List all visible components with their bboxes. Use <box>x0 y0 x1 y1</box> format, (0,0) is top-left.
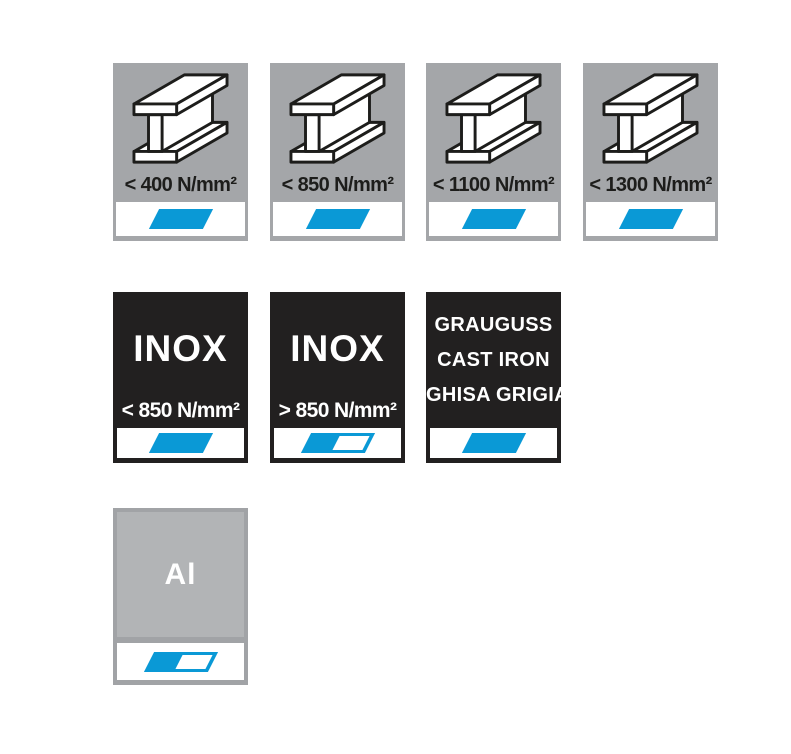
tile-inox-lt-850: INOX < 850 N/mm² <box>113 292 248 463</box>
full-cut-marker-icon <box>305 209 370 229</box>
i-beam-icon <box>289 73 386 164</box>
marker-strip <box>117 428 244 458</box>
material-title-it: GHISA GRIGIA <box>426 384 569 406</box>
marker-strip <box>586 202 715 236</box>
full-cut-marker-icon <box>461 433 526 453</box>
i-beam-icon <box>445 73 542 164</box>
material-title: INOX <box>133 328 228 369</box>
tile-aluminium: Al <box>113 508 248 685</box>
partial-cut-marker-icon <box>300 433 375 453</box>
marker-strip <box>116 202 245 236</box>
full-cut-marker-icon <box>618 209 683 229</box>
aluminium-panel: Al <box>117 512 244 637</box>
marker-window <box>332 436 370 450</box>
material-title: INOX <box>290 328 385 369</box>
tile-inox-gt-850: INOX > 850 N/mm² <box>270 292 405 463</box>
marker-strip <box>429 202 558 236</box>
marker-strip <box>117 643 244 680</box>
material-title: Al <box>164 557 197 591</box>
full-cut-marker-icon <box>148 433 213 453</box>
partial-cut-marker-icon <box>143 651 218 672</box>
strength-label: < 400 N/mm² <box>124 174 237 196</box>
tile-steel-lt-850: < 850 N/mm² <box>270 63 405 241</box>
full-cut-marker-icon <box>148 209 213 229</box>
marker-window <box>175 654 213 669</box>
tile-steel-lt-1300: < 1300 N/mm² <box>583 63 718 241</box>
marker-strip <box>273 202 402 236</box>
marker-strip <box>430 428 557 458</box>
marker-strip <box>274 428 401 458</box>
tile-steel-lt-400: < 400 N/mm² <box>113 63 248 241</box>
i-beam-icon <box>132 73 229 164</box>
full-cut-marker-icon <box>461 209 526 229</box>
material-title-de: GRAUGUSS <box>434 314 553 336</box>
tile-steel-lt-1100: < 1100 N/mm² <box>426 63 561 241</box>
strength-label: < 1300 N/mm² <box>589 174 712 196</box>
strength-label: < 1100 N/mm² <box>432 174 555 196</box>
tile-cast-iron: GRAUGUSS CAST IRON GHISA GRIGIA <box>426 292 569 463</box>
strength-label: < 850 N/mm² <box>121 399 240 422</box>
i-beam-icon <box>602 73 699 164</box>
strength-label: < 850 N/mm² <box>281 174 394 196</box>
material-title-en: CAST IRON <box>437 349 550 371</box>
strength-label: > 850 N/mm² <box>278 399 397 422</box>
material-title-multilang: GRAUGUSS CAST IRON GHISA GRIGIA <box>426 308 569 413</box>
